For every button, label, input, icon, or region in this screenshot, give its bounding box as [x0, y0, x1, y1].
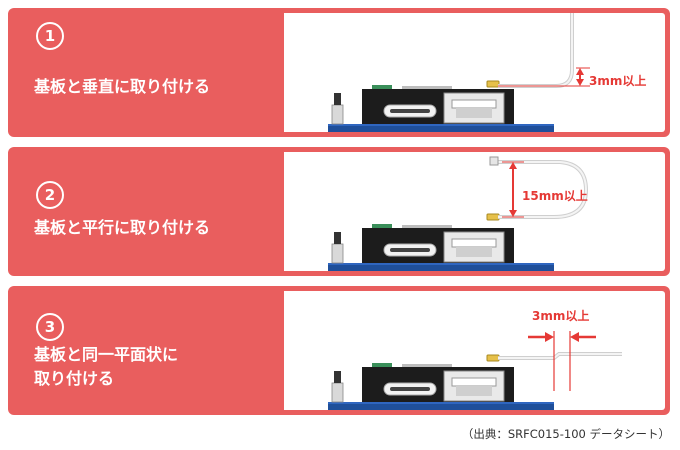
panel-coplanar: 3 基板と同一平面状に 取り付ける [8, 286, 670, 415]
dimension-label: 15mm以上 [522, 189, 588, 203]
board-illustration [328, 13, 590, 132]
illustration-area: 15mm以上 [284, 152, 665, 271]
step-title-line1: 基板と同一平面状に [34, 345, 179, 364]
illustration-area: 3mm以上 [284, 291, 665, 410]
step-title: 基板と平行に取り付ける [34, 218, 211, 237]
step-title: 基板と垂直に取り付ける [34, 77, 211, 96]
step-number: 2 [36, 181, 64, 209]
board-illustration [328, 331, 622, 410]
illustration-area: 3mm以上 [284, 13, 665, 132]
dimension-label: 3mm以上 [532, 309, 590, 323]
step-title-line2: 取り付ける [34, 369, 115, 388]
board-illustration [328, 156, 589, 271]
source-caption: （出典：SRFC015-100 データシート） [461, 427, 670, 441]
dimension-label: 3mm以上 [589, 74, 647, 88]
panel-vertical: 1 基板と垂直に取り付ける [8, 8, 670, 137]
step-number: 1 [36, 22, 64, 50]
step-number: 3 [36, 313, 64, 341]
panel-parallel: 2 基板と平行に取り付ける 15mm以上 [8, 147, 670, 276]
